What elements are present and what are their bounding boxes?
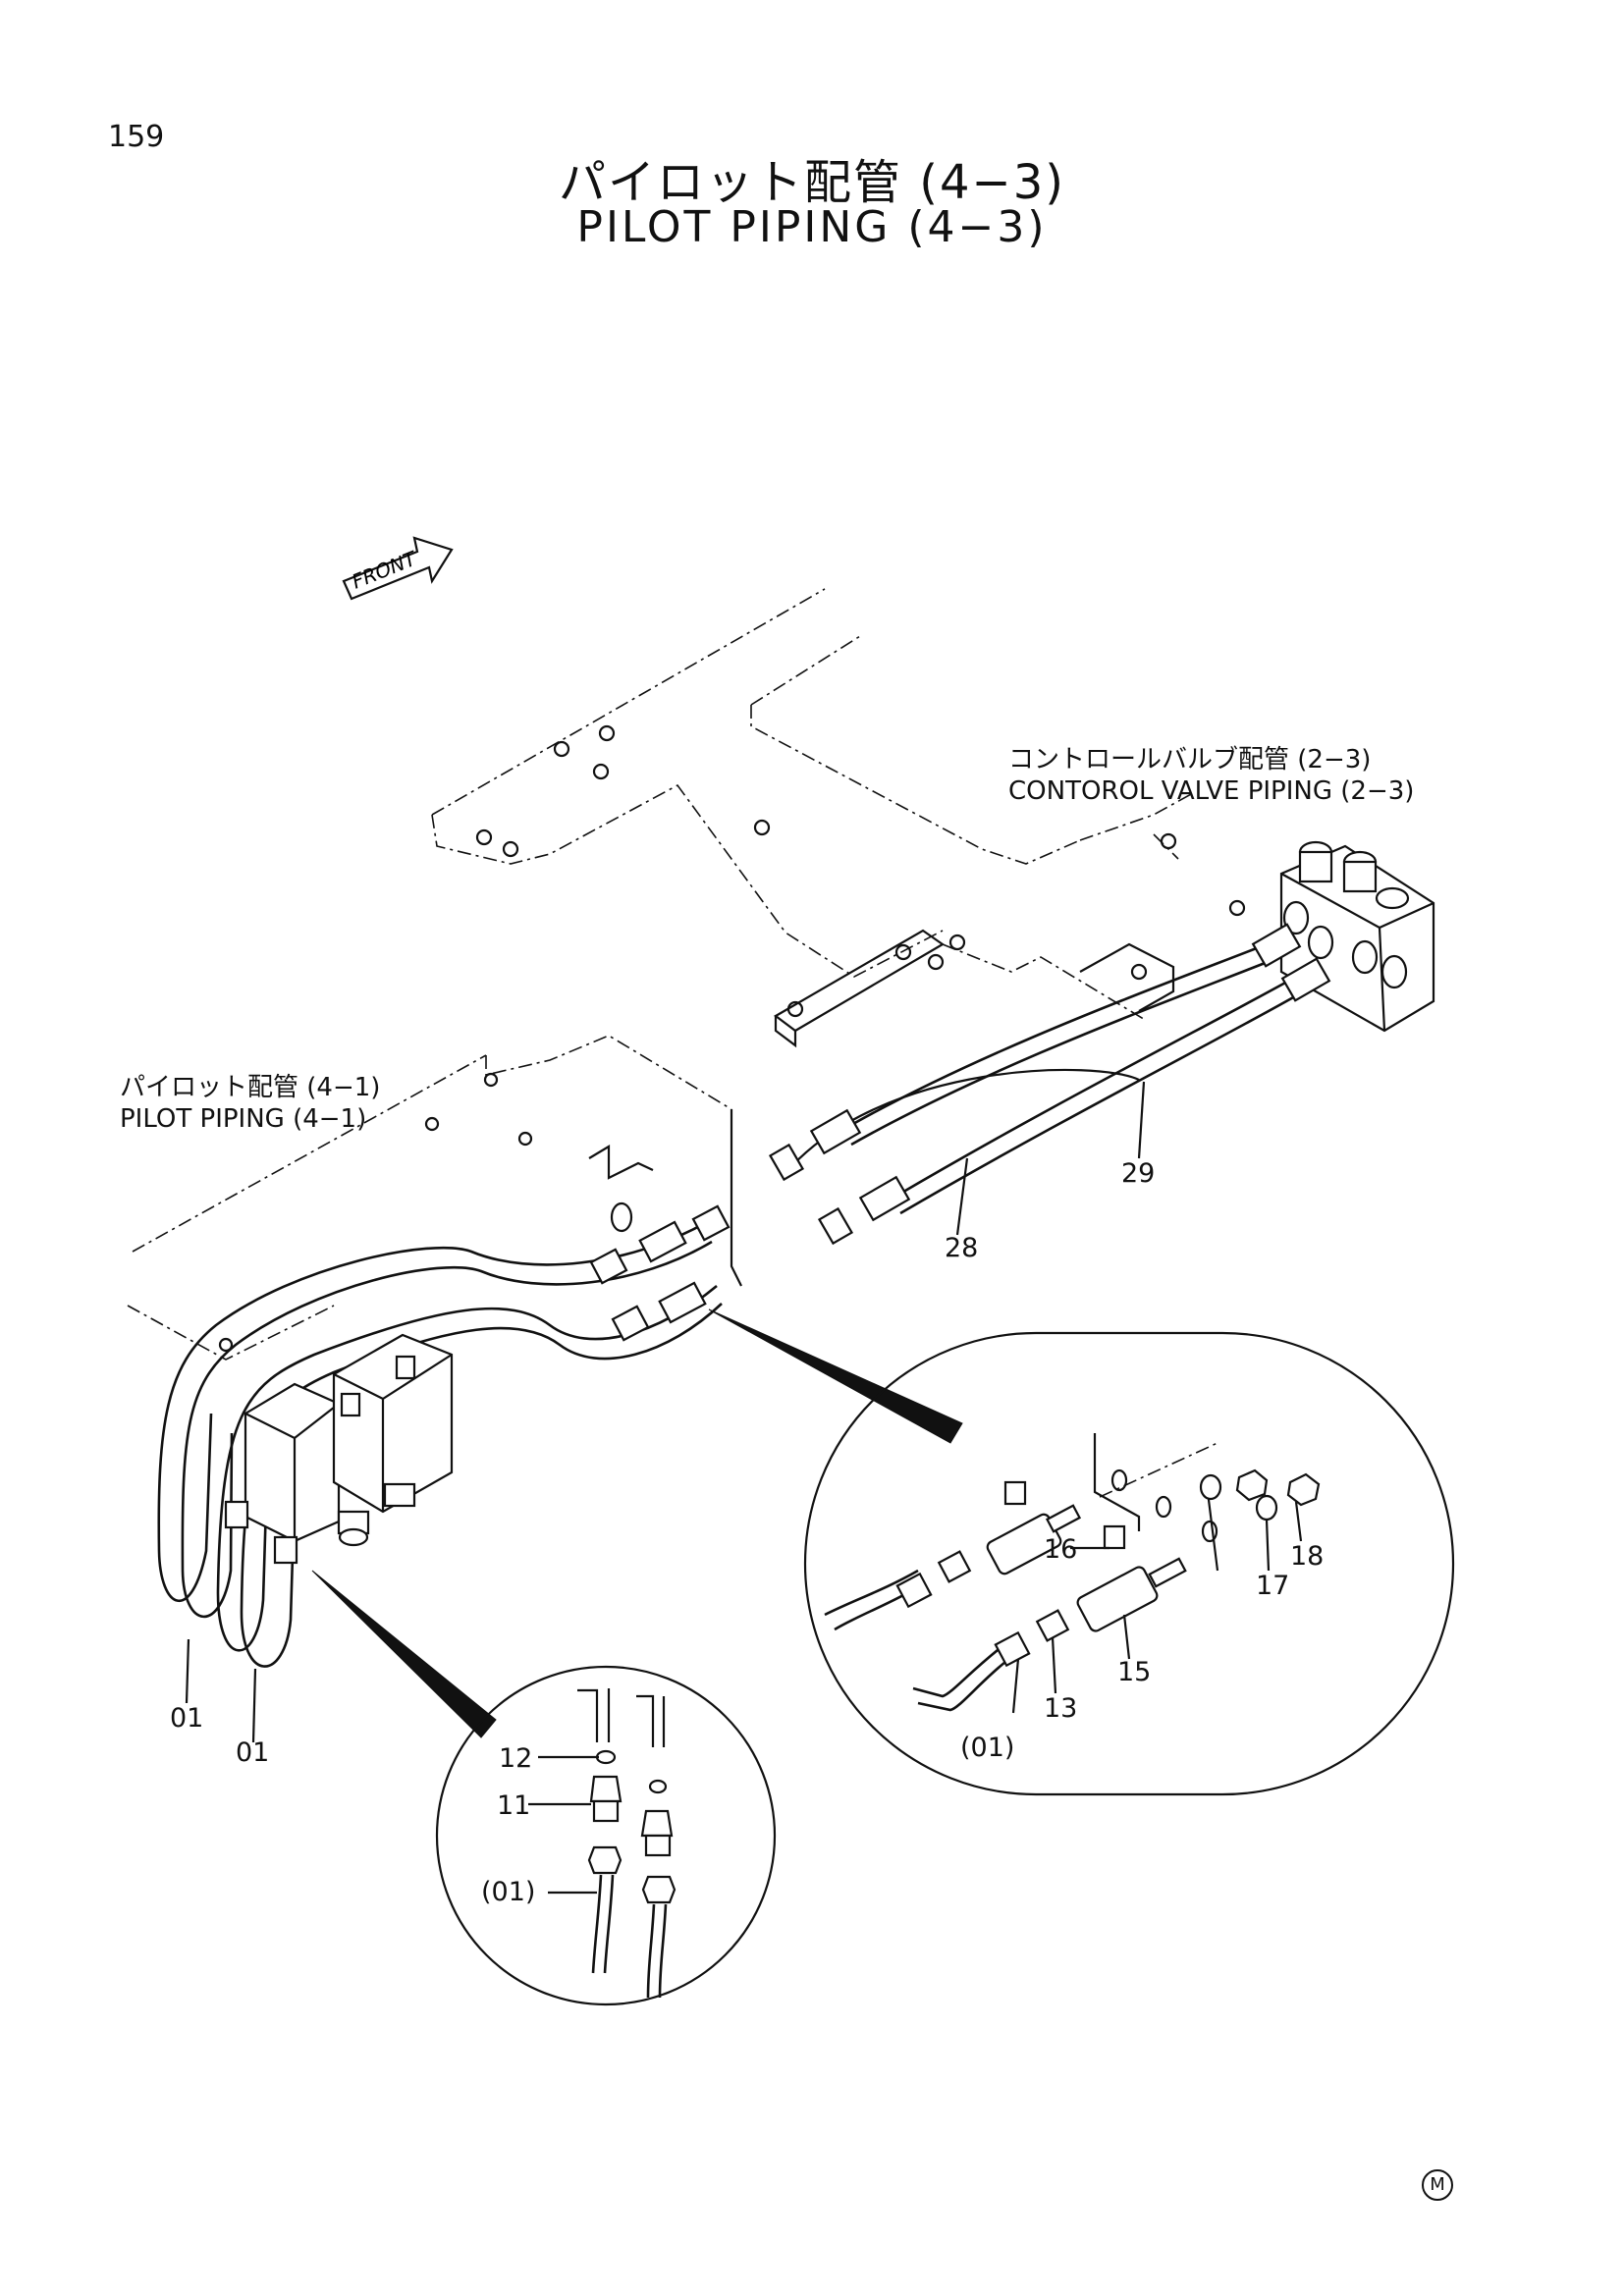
callout-01-detail-left: (01) xyxy=(481,1877,536,1907)
callout-16: 16 xyxy=(1044,1534,1078,1565)
reference-control-valve: コントロールバルブ配管 (2−3) CONTOROL VALVE PIPING … xyxy=(1008,744,1414,807)
callout-15: 15 xyxy=(1117,1657,1152,1687)
page-title-japanese: パイロット配管 (4−3) xyxy=(558,155,1065,210)
leader-01a xyxy=(185,1638,190,1704)
callout-13: 13 xyxy=(1044,1693,1078,1724)
detail-circle-left xyxy=(311,1570,777,2006)
m-mark: M xyxy=(1422,2169,1453,2201)
lower-bracket-outline xyxy=(127,1035,742,1361)
callout-11: 11 xyxy=(497,1790,531,1821)
solenoid-valve-blocks xyxy=(224,1333,454,1565)
callout-01-detail-right: (01) xyxy=(960,1733,1015,1763)
callout-28: 28 xyxy=(945,1233,979,1263)
reference-pilot-piping: パイロット配管 (4−1) PILOT PIPING (4−1) xyxy=(120,1072,380,1135)
front-arrow-icon: FRONT xyxy=(342,536,454,601)
callout-17: 17 xyxy=(1256,1571,1290,1601)
reference-pilot-piping-jp: パイロット配管 (4−1) xyxy=(120,1073,381,1102)
leader-28 xyxy=(955,1157,969,1236)
control-valve-block xyxy=(1279,840,1435,1033)
reference-control-valve-en: CONTOROL VALVE PIPING (2−3) xyxy=(1008,776,1415,806)
upper-frame-outline xyxy=(431,588,1246,1048)
reference-pilot-piping-en: PILOT PIPING (4−1) xyxy=(120,1104,367,1134)
callout-12: 12 xyxy=(499,1743,533,1774)
page-title-english: PILOT PIPING (4−3) xyxy=(576,202,1048,252)
callout-01-left: 01 xyxy=(170,1703,204,1734)
reference-control-valve-jp: コントロールバルブ配管 (2−3) xyxy=(1008,745,1372,774)
callout-01-right: 01 xyxy=(236,1737,270,1768)
hose-28-29 xyxy=(768,923,1331,1246)
leader-29 xyxy=(1137,1081,1146,1159)
leader-01b xyxy=(251,1668,257,1743)
detail-oval-right xyxy=(708,1308,1455,1796)
pilot-pipes xyxy=(157,1204,731,1668)
page-number: 159 xyxy=(108,120,165,154)
callout-29: 29 xyxy=(1121,1158,1156,1189)
callout-18: 18 xyxy=(1290,1541,1325,1572)
